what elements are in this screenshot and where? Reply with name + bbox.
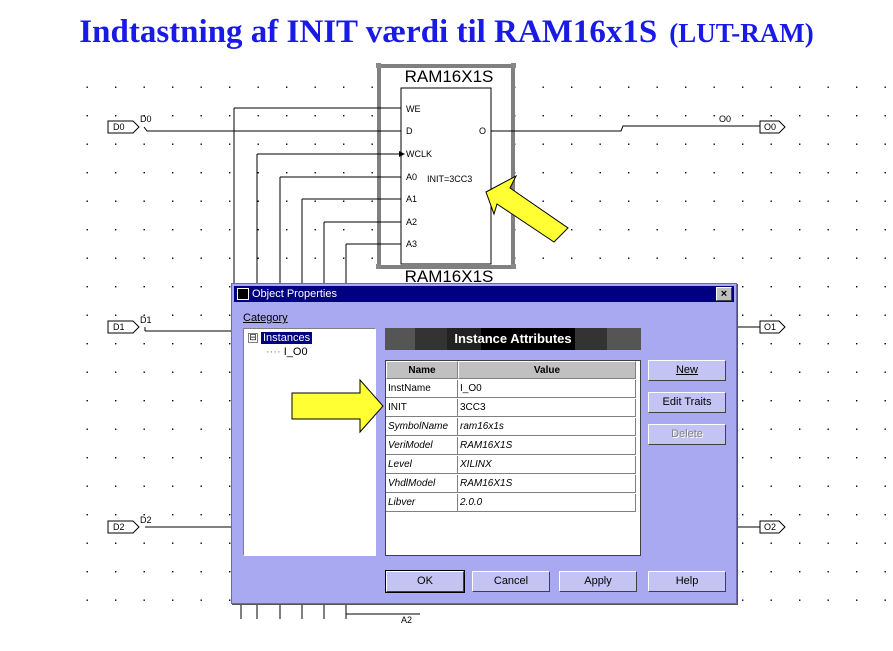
attr-name: Level: [386, 456, 458, 474]
category-tree[interactable]: ⊟Instances ···· I_O0: [243, 328, 376, 556]
attr-name: INIT: [386, 399, 458, 417]
component-name-bottom: RAM16X1S: [405, 267, 494, 286]
attr-name: SymbolName: [386, 418, 458, 436]
pin-a2: A2: [406, 217, 417, 227]
port-o0: [759, 120, 786, 134]
table-row[interactable]: INIT 3CC3: [386, 399, 640, 418]
tree-item-label: Instances: [261, 332, 313, 344]
help-button[interactable]: Help: [648, 571, 726, 592]
slide-title: Indtastning af INIT værdi til RAM16x1S (L…: [0, 14, 893, 51]
net-label-o0: O0: [719, 114, 731, 124]
port-d2: [107, 520, 140, 534]
edit-traits-button[interactable]: Edit Traits: [648, 392, 726, 413]
pin-wclk: WCLK: [406, 149, 432, 159]
app-icon: [237, 288, 249, 300]
yellow-arrow-icon: [291, 378, 384, 434]
attr-name: InstName: [386, 380, 458, 398]
attr-value[interactable]: XILINX: [458, 456, 636, 474]
table-row[interactable]: SymbolName ram16x1s: [386, 418, 640, 437]
cancel-button[interactable]: Cancel: [472, 571, 550, 592]
column-header-value: Value: [458, 361, 636, 379]
port-d1: [107, 320, 140, 334]
ram16x1s-symbol[interactable]: RAM16X1S RAM16X1S WE D WCLK A0 A1 A2 A3 …: [376, 63, 516, 286]
port-o2: [759, 520, 786, 534]
slide-title-sub: (LUT-RAM): [669, 18, 814, 48]
attr-value[interactable]: I_O0: [458, 380, 636, 398]
net-label-d1: D1: [140, 315, 152, 325]
collapse-icon[interactable]: ⊟: [248, 332, 258, 344]
table-header: Name Value: [386, 361, 640, 380]
port-o1: [759, 320, 786, 334]
wires: [143, 107, 760, 619]
tree-item-instances[interactable]: ⊟Instances: [248, 332, 313, 344]
port-label-o2: O2: [764, 522, 776, 532]
pin-o: O: [479, 126, 486, 136]
column-header-name: Name: [386, 361, 458, 379]
category-label: Category: [243, 312, 288, 324]
port-label-d0: D0: [113, 122, 125, 132]
attr-value[interactable]: RAM16X1S: [458, 437, 636, 455]
tree-item-i-o0[interactable]: ···· I_O0: [266, 346, 308, 358]
dialog-titlebar[interactable]: Object Properties ×: [234, 286, 734, 302]
tree-item-label: I_O0: [283, 346, 308, 358]
table-row[interactable]: VhdlModel RAM16X1S: [386, 475, 640, 494]
port-label-o1: O1: [764, 322, 776, 332]
net-label-d0: D0: [140, 114, 152, 124]
pin-a0: A0: [406, 172, 417, 182]
port-label-d2: D2: [113, 522, 125, 532]
attr-value[interactable]: RAM16X1S: [458, 475, 636, 493]
component-name: RAM16X1S: [405, 67, 494, 86]
dialog-title: Object Properties: [252, 288, 337, 300]
pin-a1: A1: [406, 194, 417, 204]
attributes-table: Name Value InstName I_O0 INIT 3CC3 Symbo…: [385, 360, 641, 556]
ok-button[interactable]: OK: [385, 570, 465, 593]
attr-value[interactable]: ram16x1s: [458, 418, 636, 436]
instance-attributes-banner: Instance Attributes: [385, 328, 641, 350]
port-label-d1: D1: [113, 322, 125, 332]
apply-button[interactable]: Apply: [559, 571, 637, 592]
attr-value[interactable]: 3CC3: [458, 399, 636, 417]
init-attribute-label: INIT=3CC3: [427, 174, 472, 184]
attr-name: VhdlModel: [386, 475, 458, 493]
slide-title-main: Indtastning af INIT værdi til RAM16x1S: [79, 14, 658, 50]
pin-a3: A3: [406, 239, 417, 249]
partial-pin-label: A2: [401, 615, 412, 625]
new-button[interactable]: New: [648, 360, 726, 381]
table-row[interactable]: Libver 2.0.0: [386, 494, 640, 513]
object-properties-dialog: Object Properties × Category ⊟Instances …: [231, 283, 737, 604]
attr-name: VeriModel: [386, 437, 458, 455]
attr-name: Libver: [386, 494, 458, 512]
net-label-d2: D2: [140, 515, 152, 525]
table-row[interactable]: Level XILINX: [386, 456, 640, 475]
attr-value[interactable]: 2.0.0: [458, 494, 636, 512]
port-label-o0: O0: [764, 122, 776, 132]
table-row[interactable]: VeriModel RAM16X1S: [386, 437, 640, 456]
close-button[interactable]: ×: [716, 287, 732, 301]
yellow-arrow-icon: [485, 174, 569, 243]
pin-we: WE: [406, 104, 421, 114]
table-row[interactable]: InstName I_O0: [386, 380, 640, 399]
pin-d: D: [406, 126, 413, 136]
delete-button[interactable]: Delete: [648, 424, 726, 445]
port-d0: [107, 120, 140, 134]
